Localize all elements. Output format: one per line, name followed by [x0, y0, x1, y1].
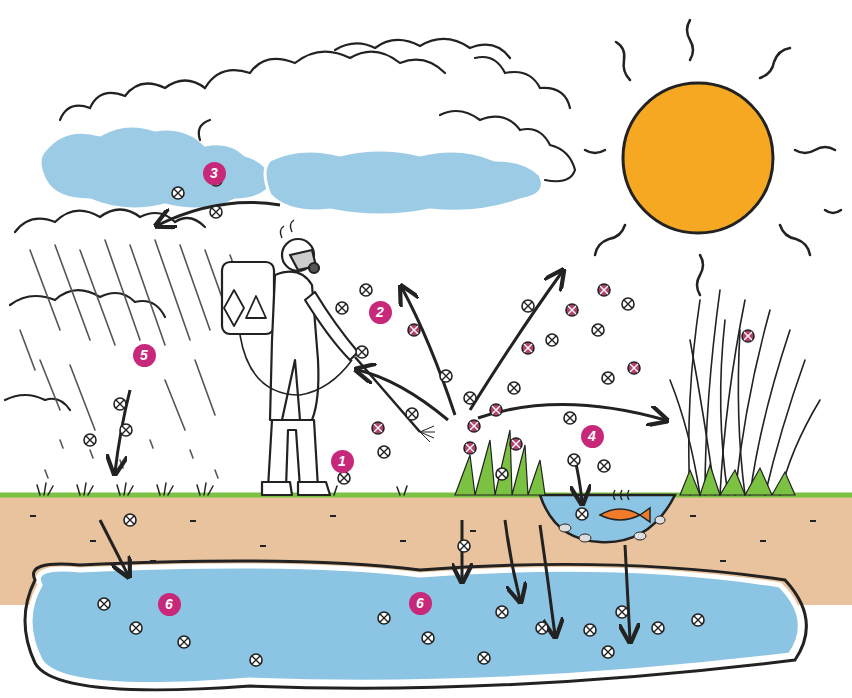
spray-mist — [420, 426, 435, 442]
boots — [262, 482, 330, 495]
backpack-tank — [222, 262, 274, 334]
mask-filter — [309, 263, 319, 273]
groundwater-outline — [25, 561, 806, 690]
pesticide-particles — [84, 174, 754, 666]
arm — [305, 292, 358, 360]
callout-number: 2 — [369, 301, 392, 324]
rain — [20, 240, 250, 478]
sun-rays — [585, 20, 841, 295]
soil-specks — [30, 515, 816, 562]
pond-stones — [559, 516, 665, 542]
callout-number: 6 — [158, 593, 181, 616]
movement-arrows — [100, 272, 665, 640]
sun — [585, 20, 841, 295]
grass — [37, 483, 407, 495]
callout-number: 5 — [133, 344, 156, 367]
reeds — [670, 290, 820, 495]
breath — [280, 220, 294, 238]
drift-arrow — [158, 203, 280, 226]
sprayer-person — [222, 220, 435, 495]
groundwater — [30, 566, 800, 685]
legs — [268, 420, 318, 488]
fish — [600, 490, 650, 522]
callout-number: 6 — [409, 592, 432, 615]
callout-number: 3 — [203, 162, 226, 185]
callout-number: 1 — [331, 450, 354, 473]
callout-number: 4 — [581, 425, 604, 448]
cloud — [265, 150, 543, 215]
grass-tuft — [455, 430, 545, 495]
rain-cloud — [40, 126, 275, 209]
spray-lance — [355, 357, 420, 432]
pond — [540, 495, 675, 542]
sun-disc — [623, 83, 773, 233]
hose — [240, 335, 352, 395]
hazard-symbols — [224, 290, 266, 326]
reed-base — [680, 465, 795, 495]
